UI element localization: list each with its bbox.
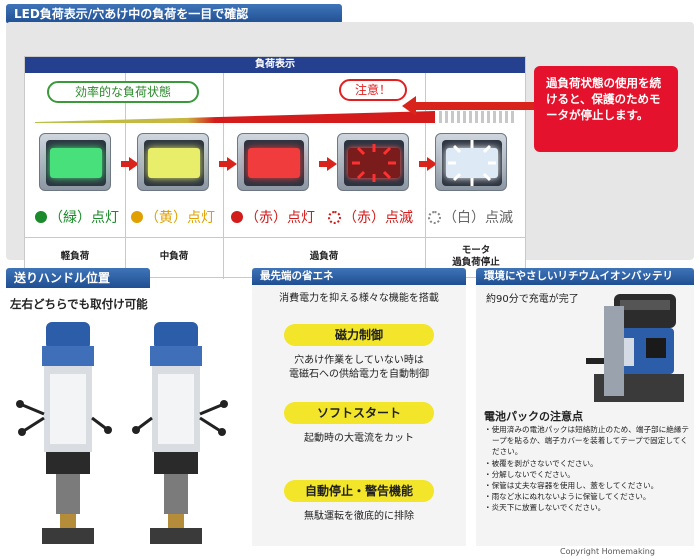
category-light-load: 軽負荷 xyxy=(60,251,90,262)
list-item: ・使用済みの電池パックは短絡防止のため、端子部に絶縁テープを貼るか、端子カバーを… xyxy=(484,425,690,457)
led-panel-white-blink xyxy=(435,133,507,191)
blink-rays-icon xyxy=(448,140,496,186)
energy-saving-section: 最先端の省エネ 消費電力を抑える様々な機能を搭載 磁力制御 穴あけ作業をしていな… xyxy=(252,268,466,546)
led-panel-red-blink xyxy=(337,133,409,191)
status-red: （赤）点灯 xyxy=(231,207,315,227)
battery-title: 環境にやさしいリチウムイオンバッテリ xyxy=(476,268,694,285)
battery-subtitle: 約90分で充電が完了 xyxy=(486,294,579,305)
arrow-right-icon xyxy=(121,157,139,171)
battery-notes-list: ・使用済みの電池パックは短絡防止のため、端子部に絶縁テープを貼るか、端子カバーを… xyxy=(484,424,690,514)
led-panel-red xyxy=(237,133,309,191)
blink-rays-icon xyxy=(352,144,396,182)
led-load-panel: 負荷表示 効率的な負荷状態 注意！ xyxy=(6,22,694,279)
efficient-load-label: 効率的な負荷状態 xyxy=(47,81,199,103)
white-blink-dot-icon xyxy=(428,211,441,224)
load-display-table: 負荷表示 効率的な負荷状態 注意！ xyxy=(24,56,526,279)
list-item: ・分解しないでください。 xyxy=(484,469,575,479)
status-white-blink: （白）点滅 xyxy=(428,207,513,227)
red-dot-icon xyxy=(231,211,243,223)
battery-section: 環境にやさしいリチウムイオンバッテリ 約90分で充電が完了 電池パックの注意点 … xyxy=(476,268,694,546)
led-red xyxy=(248,148,300,178)
status-yellow: （黄）点灯 xyxy=(131,207,215,227)
led-panel-yellow xyxy=(137,133,209,191)
red-blink-dot-icon xyxy=(328,211,341,224)
list-item: ・炎天下に放置しないでください。 xyxy=(484,503,606,513)
category-motor-stop: モータ過負荷停止 xyxy=(452,245,500,268)
arrow-right-icon xyxy=(419,157,437,171)
arrow-right-icon xyxy=(319,157,337,171)
feed-handle-subtitle: 左右どちらでも取付け可能 xyxy=(10,297,148,311)
led-panel-green xyxy=(39,133,111,191)
feature-magnetic-control: 磁力制御 xyxy=(284,324,434,346)
load-gradient-bar xyxy=(35,111,514,123)
category-overload: 過負荷 xyxy=(309,251,339,262)
feature-soft-start: ソフトスタート xyxy=(284,402,434,424)
category-medium-load: 中負荷 xyxy=(159,251,189,262)
status-red-blink: （赤）点滅 xyxy=(328,207,413,227)
led-section-title: LED負荷表示/穴あけ中の負荷を一目で確認 xyxy=(6,4,342,24)
status-green: （緑）点灯 xyxy=(35,207,119,227)
battery-notes-title: 電池パックの注意点 xyxy=(484,410,583,423)
copyright-text: Copyright Homemaking xyxy=(560,547,655,556)
list-item: ・保管は丈夫な容器を使用し、蓋をしてください。 xyxy=(484,481,659,491)
feed-handle-title: 送りハンドル位置 xyxy=(6,268,150,288)
yellow-dot-icon xyxy=(131,211,143,223)
led-yellow xyxy=(148,148,200,178)
arrow-right-icon xyxy=(219,157,237,171)
feature-auto-stop: 自動停止・警告機能 xyxy=(284,480,434,502)
led-green xyxy=(50,148,102,178)
energy-intro: 消費電力を抑える様々な機能を搭載 xyxy=(279,293,439,304)
load-display-header: 負荷表示 xyxy=(25,57,525,73)
list-item: ・雨など水にぬれないように保管してください。 xyxy=(484,492,651,502)
green-dot-icon xyxy=(35,211,47,223)
overload-warning-callout: 過負荷状態の使用を続けると、保護のためモータが停止します。 xyxy=(534,66,678,152)
feature-auto-stop-desc: 無駄運転を徹底的に排除 xyxy=(304,511,414,522)
drill-left-image xyxy=(16,322,112,544)
caution-label: 注意！ xyxy=(339,79,407,101)
feature-soft-start-desc: 起動時の大電流をカット xyxy=(304,433,414,444)
feature-magnetic-control-desc: 穴あけ作業をしていない時は電磁石への供給電力を自動制御 xyxy=(289,355,429,380)
feed-handle-section: 送りハンドル位置 左右どちらでも取付け可能 xyxy=(6,268,242,546)
energy-saving-title: 最先端の省エネ xyxy=(252,268,466,285)
drill-body-image xyxy=(604,306,624,396)
drill-right-image xyxy=(132,322,228,544)
callout-arrow-icon xyxy=(402,96,538,116)
list-item: ・被覆を剥がさないでください。 xyxy=(484,458,598,468)
